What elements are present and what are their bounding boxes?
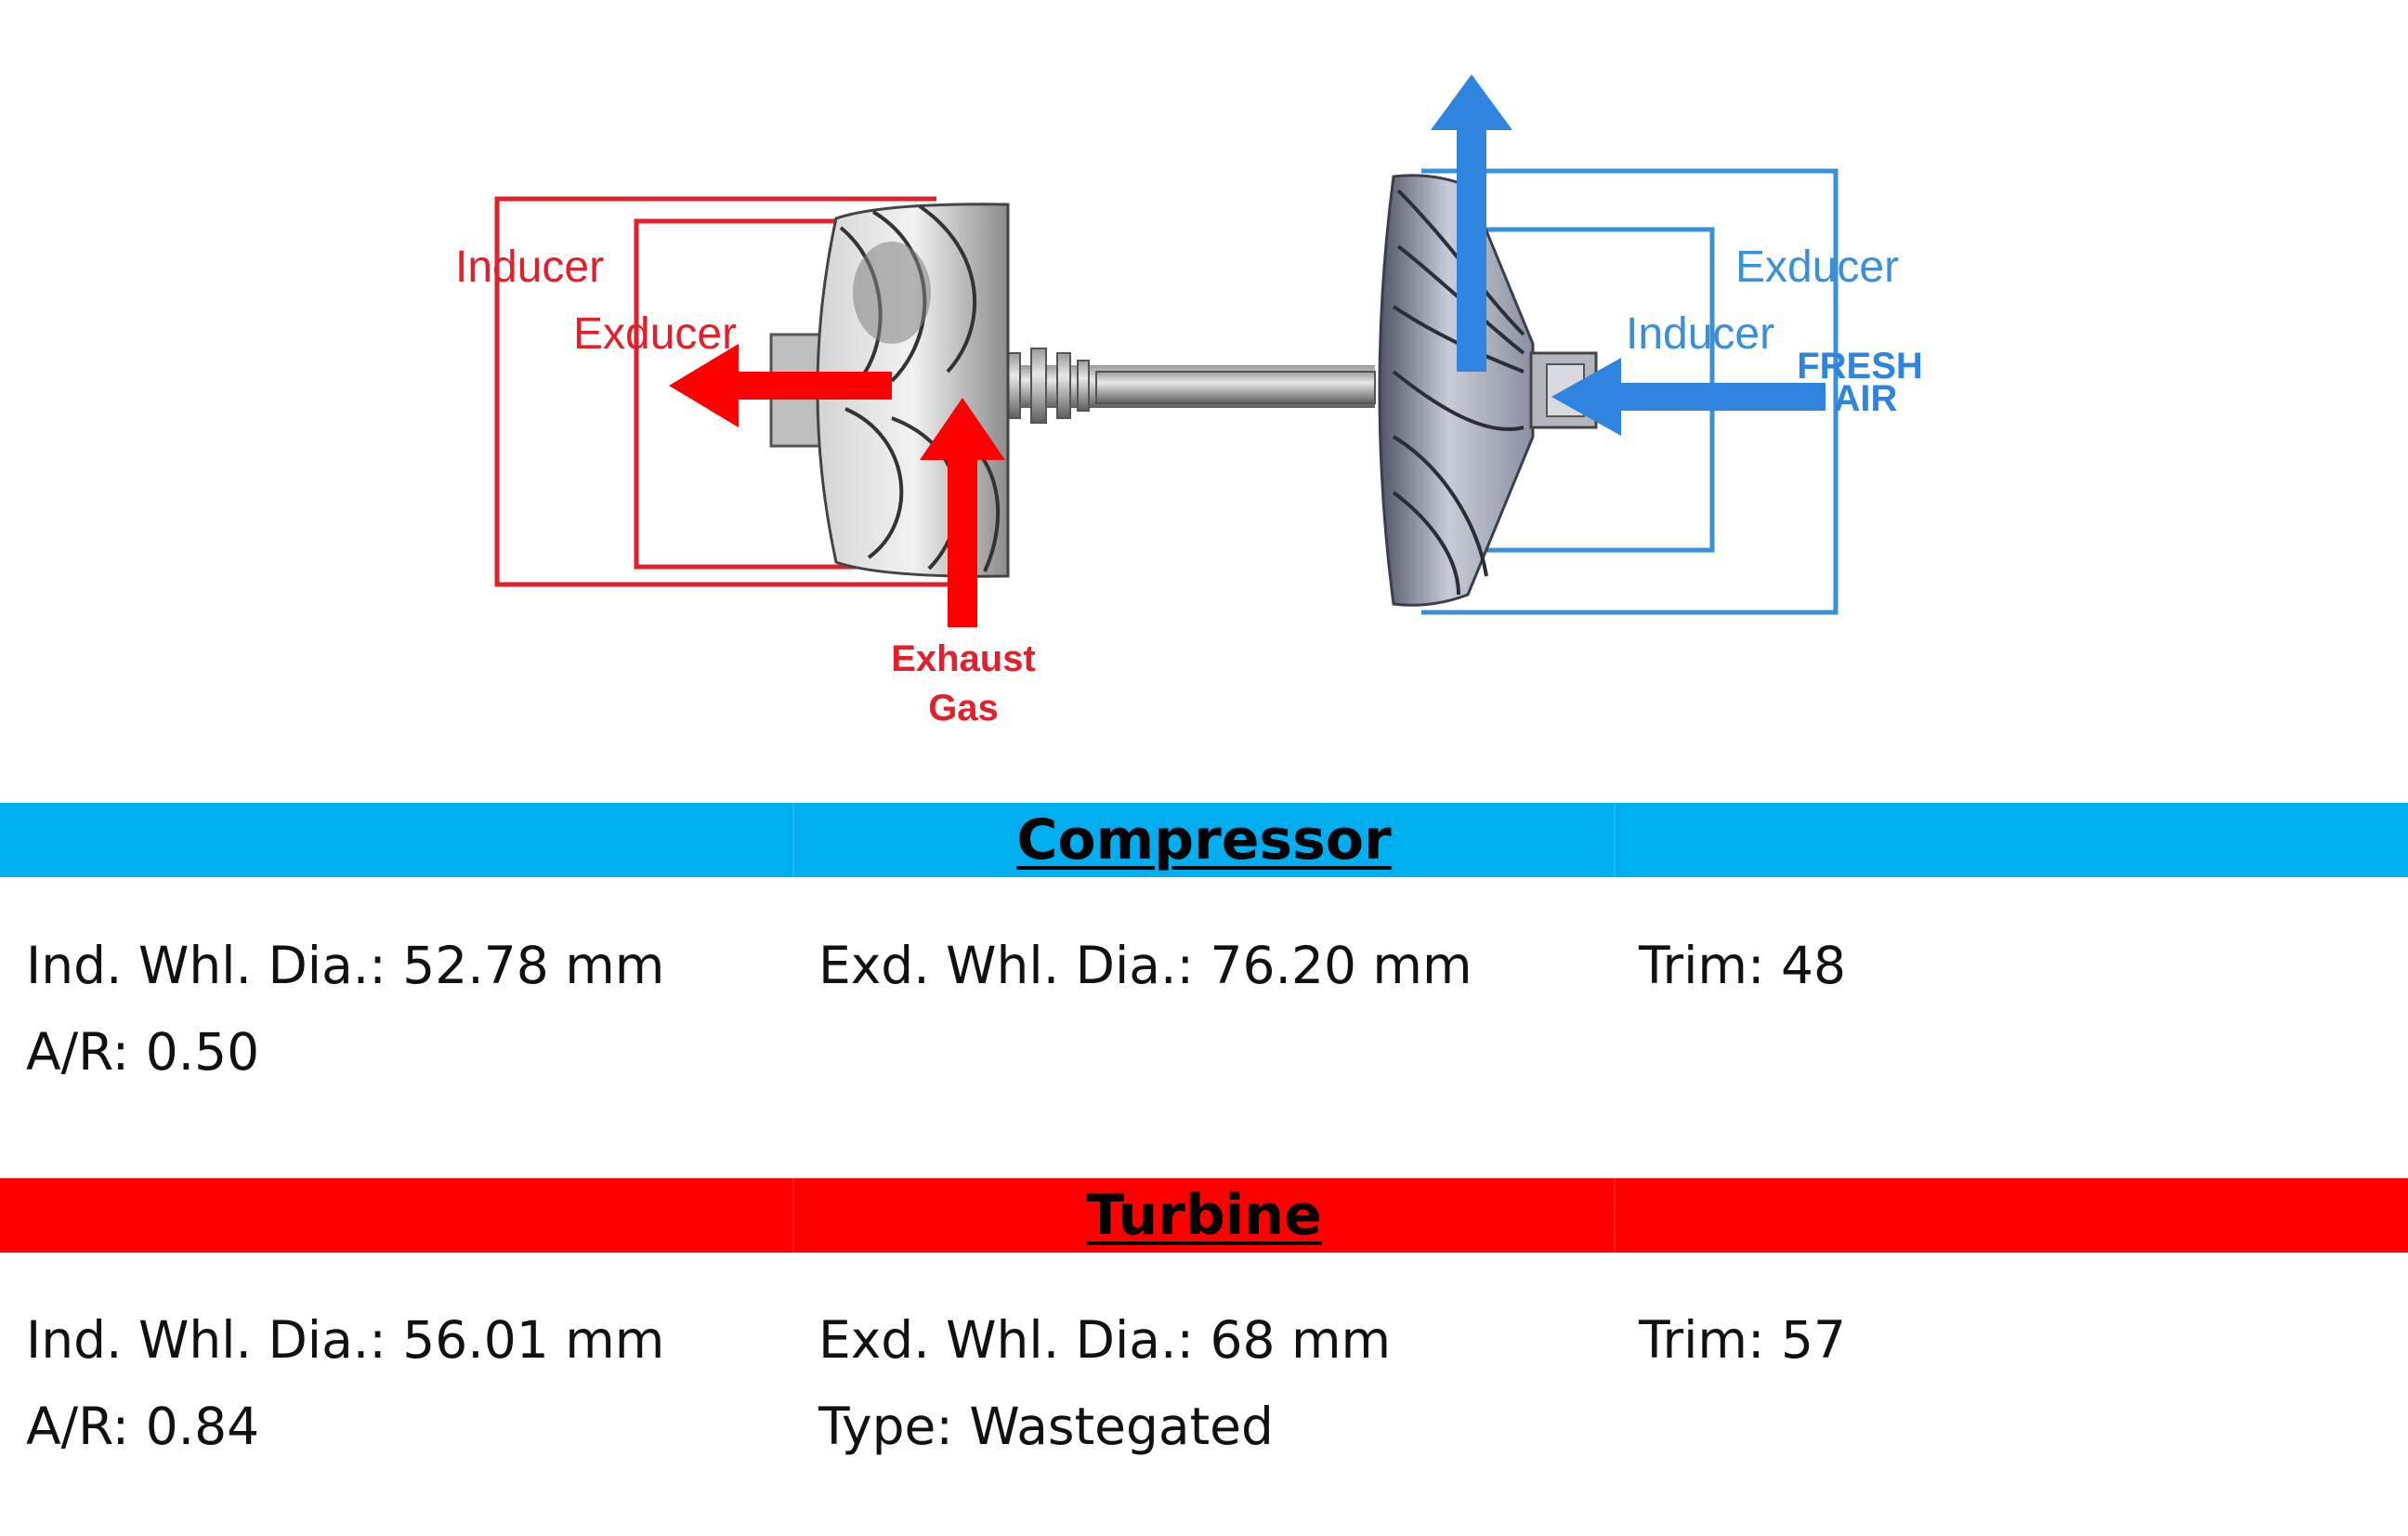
fresh-air-label-line1: FRESH: [1797, 346, 1923, 387]
compressor-inducer-label: Inducer: [1626, 309, 1774, 359]
compressor-ind-whl-dia: Ind. Whl. Dia.: 52.78 mm: [26, 936, 665, 995]
turbine-inducer-label: Inducer: [455, 243, 604, 292]
turbine-ind-whl-dia: Ind. Whl. Dia.: 56.01 mm: [26, 1310, 665, 1370]
turbine-type: Type: Wastegated: [818, 1397, 1274, 1456]
turbine-ar: A/R: 0.84: [26, 1397, 260, 1456]
compressor-header-bar: Compressor: [0, 803, 2408, 877]
compressor-exd-whl-dia: Exd. Whl. Dia.: 76.20 mm: [818, 936, 1472, 995]
fresh-air-label-line2: AIR: [1834, 378, 1898, 419]
exhaust-outlet-arrow: [669, 344, 892, 427]
turbo-rotating-assembly-diagram: Inducer Exducer Exhaust Gas Exducer Indu…: [455, 74, 1923, 729]
turbine-inducer-box: [494, 196, 948, 587]
exhaust-inlet-arrow: [920, 398, 1005, 627]
compressed-air-outlet-arrow: [1431, 74, 1512, 372]
shaft: [1002, 348, 1376, 424]
compressor-title: Compressor: [1016, 807, 1392, 873]
fresh-air-inlet-arrow: [1551, 358, 1826, 436]
compressor-ar: A/R: 0.50: [26, 1022, 260, 1082]
turbine-trim: Trim: 57: [1639, 1310, 1846, 1370]
turbine-header-bar: Turbine: [0, 1178, 2408, 1253]
compressor-exducer-box: [1421, 168, 1839, 615]
compressor-exducer-label: Exducer: [1735, 243, 1899, 292]
turbine-title: Turbine: [1086, 1183, 1322, 1248]
exhaust-gas-label-line1: Exhaust: [891, 638, 1036, 679]
turbine-exducer-label: Exducer: [573, 309, 737, 359]
turbine-exd-whl-dia: Exd. Whl. Dia.: 68 mm: [818, 1310, 1392, 1370]
compressor-trim: Trim: 48: [1639, 936, 1846, 995]
exhaust-gas-label-line2: Gas: [928, 688, 999, 729]
turbine-exducer-box: [634, 218, 948, 570]
